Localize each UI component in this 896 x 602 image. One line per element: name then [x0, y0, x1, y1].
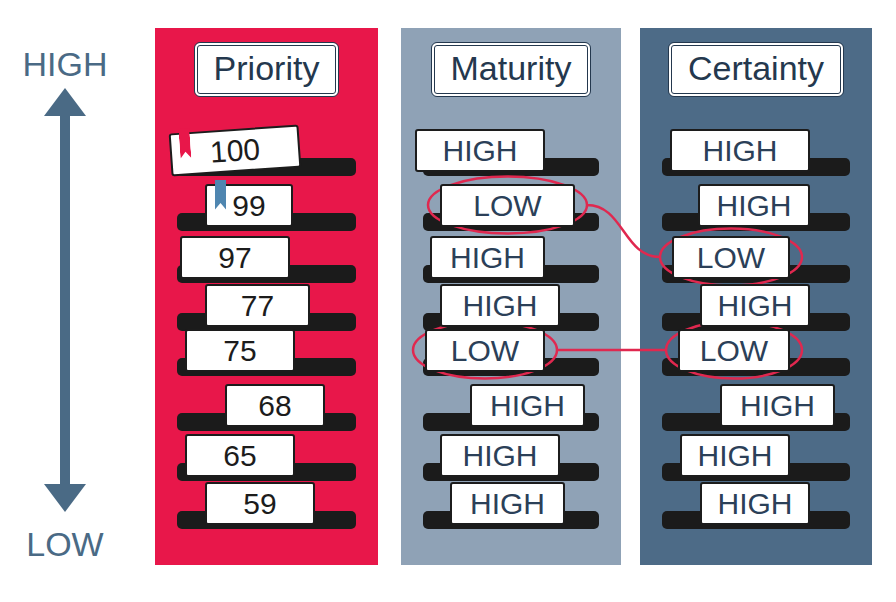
value-card: 99: [205, 184, 293, 227]
column-band: MaturityHIGH LOW HIGH HIGH LOW HIGH HIGH HIGH: [401, 28, 621, 565]
card-value: LOW: [700, 334, 768, 367]
value-card: HIGH: [698, 184, 810, 227]
value-card: HIGH: [670, 129, 810, 172]
value-card: HIGH: [680, 434, 790, 477]
card-value: HIGH: [450, 241, 525, 274]
value-card: HIGH: [450, 482, 565, 525]
value-card: 65: [185, 434, 295, 477]
card-value: HIGH: [463, 289, 538, 322]
arrow-head: [44, 484, 86, 512]
value-card: LOW: [678, 329, 790, 372]
card-value: HIGH: [740, 389, 815, 422]
value-card: HIGH: [415, 129, 545, 172]
card-value: 97: [218, 241, 251, 274]
value-card: 77: [205, 284, 310, 327]
card-value: HIGH: [443, 134, 518, 167]
value-card: 59: [205, 482, 315, 525]
axis-label: LOW: [26, 526, 103, 563]
value-card: LOW: [440, 184, 575, 227]
card-value: LOW: [451, 334, 519, 367]
card-value: 68: [258, 389, 291, 422]
axis-arrow: [44, 88, 86, 512]
value-card: 97: [180, 236, 290, 279]
value-card: HIGH: [700, 284, 810, 327]
card-value: 75: [223, 334, 256, 367]
value-card: HIGH: [470, 384, 585, 427]
label-anchor: LOW: [26, 526, 103, 563]
card-value: 77: [241, 289, 274, 322]
value-card: LOW: [672, 236, 790, 279]
card-value: HIGH: [703, 134, 778, 167]
value-card: HIGH: [720, 384, 835, 427]
card-value: 59: [243, 487, 276, 520]
card-value: 100: [209, 132, 261, 168]
value-card: HIGH: [700, 482, 810, 525]
value-card: HIGH: [440, 284, 560, 327]
value-card: HIGH: [430, 236, 545, 279]
column-header: Certainty: [668, 42, 844, 97]
card-value: 99: [232, 189, 265, 222]
column-band: Priority 100 99 97 77 756865 59: [155, 28, 378, 565]
axis-label: HIGH: [23, 46, 108, 83]
card-value: HIGH: [698, 439, 773, 472]
arrow-head: [44, 88, 86, 116]
value-card: HIGH: [440, 434, 560, 477]
column-band: CertaintyHIGH HIGH LOW HIGH LOW HIGH HIGH HIGH: [640, 28, 872, 565]
column-header: Priority: [194, 42, 340, 97]
card-value: LOW: [697, 241, 765, 274]
card-slots: [177, 158, 850, 529]
card-value: HIGH: [718, 487, 793, 520]
column-header: Maturity: [431, 42, 592, 97]
card-value: 65: [223, 439, 256, 472]
value-card: 68: [225, 384, 325, 427]
card-value: HIGH: [717, 189, 792, 222]
arrow-shaft: [60, 108, 70, 492]
card-value: HIGH: [490, 389, 565, 422]
card-value: HIGH: [470, 487, 545, 520]
value-card: 75: [185, 329, 295, 372]
value-card: 100: [169, 124, 302, 176]
card-value: HIGH: [463, 439, 538, 472]
value-card: LOW: [425, 329, 545, 372]
card-value: HIGH: [718, 289, 793, 322]
card-value: LOW: [473, 189, 541, 222]
label-anchor: HIGH: [23, 46, 108, 83]
